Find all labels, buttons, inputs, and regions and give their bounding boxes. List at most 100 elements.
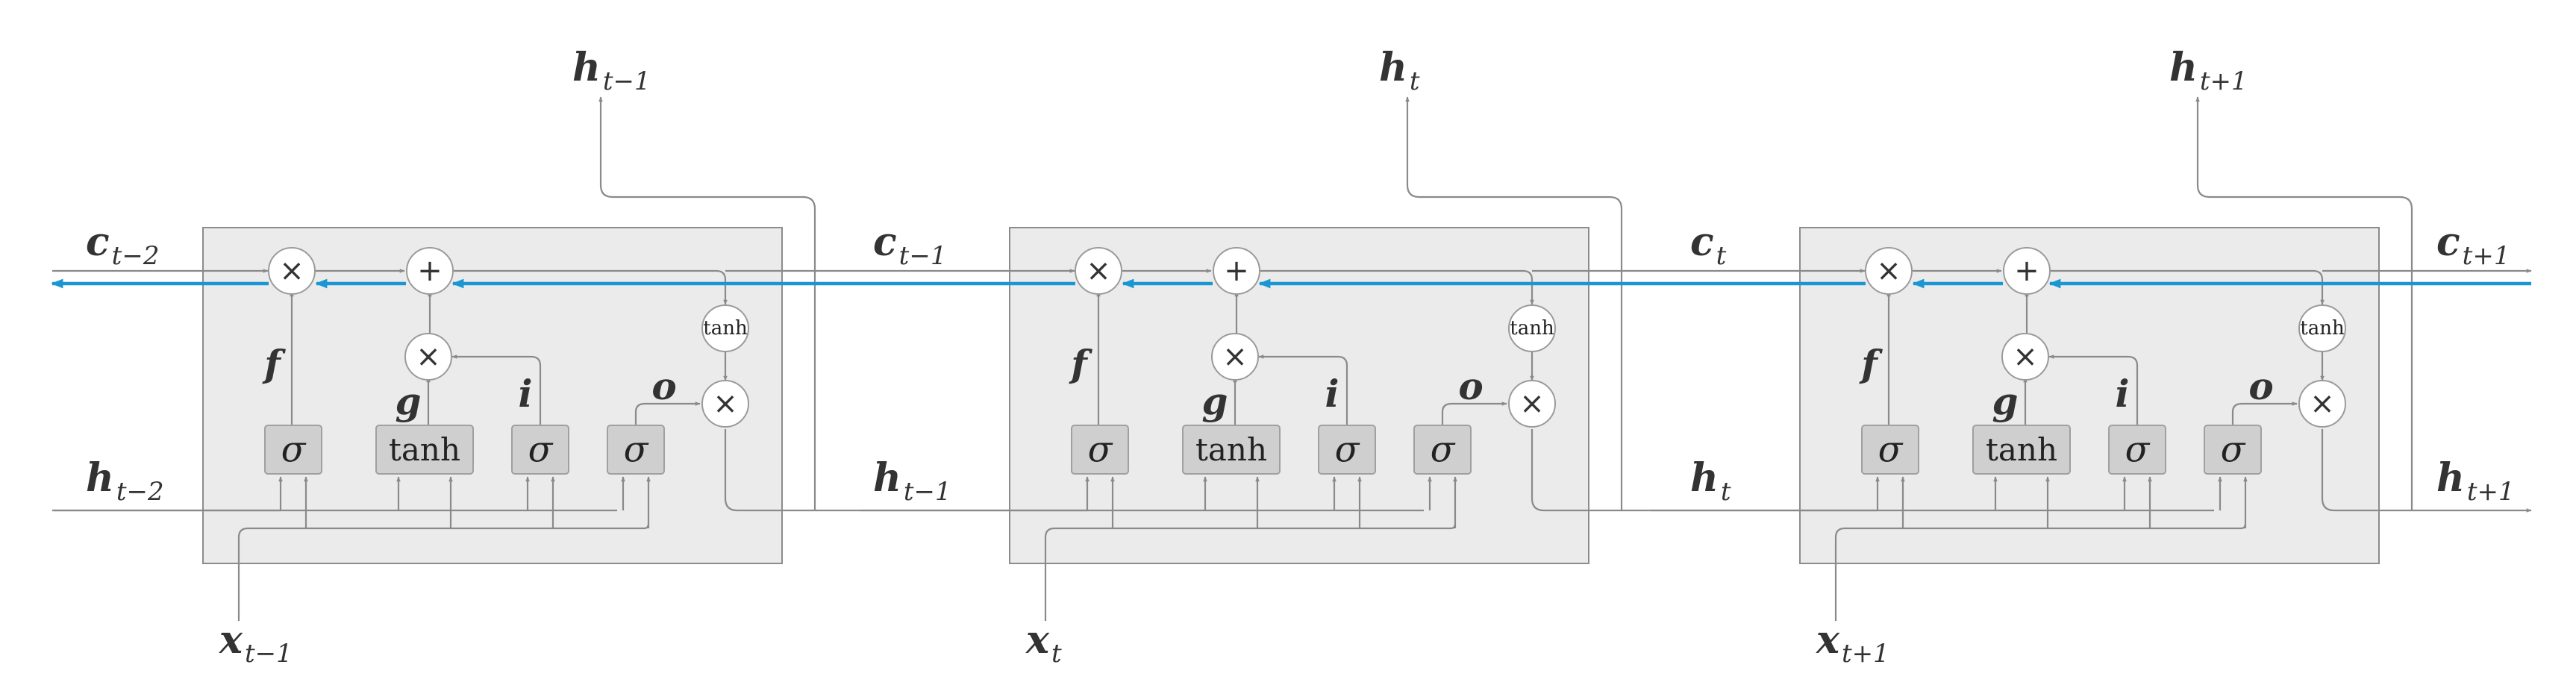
hidden-state-label-subscript: t−1 (904, 477, 951, 507)
cell-state-label-base: c (1690, 219, 1714, 265)
h-output-label: ht (1379, 45, 1420, 96)
forget-gate-box (1071, 425, 1129, 475)
hidden-state-label-base: h (1690, 455, 1719, 501)
hidden-state-label: ht−1 (873, 455, 951, 507)
forget-gate-function: σ (1878, 429, 1904, 471)
hidden-state-label-base: h (873, 455, 901, 501)
h-out-branch (2195, 96, 2413, 510)
cell-state-label: ct−2 (86, 219, 159, 271)
hidden-state-label-subscript: t (1721, 477, 1731, 507)
gate-letter-g: g (1992, 379, 2019, 423)
x-input-label-base: x (1025, 617, 1050, 663)
o-gate-path (1441, 401, 1507, 425)
h-output-label: ht−1 (572, 45, 651, 96)
input-multiply-node-symbol: × (416, 340, 441, 374)
output-gate-box (1413, 425, 1472, 475)
cell-to-tanh-path (2051, 269, 2325, 305)
cell-to-tanh-path (1260, 269, 1534, 305)
cell-add-node-symbol: + (1224, 254, 1249, 288)
h-output-label-subscript: t (1410, 66, 1420, 96)
tanh-node-label: tanh (1510, 317, 1554, 340)
hidden-state-label: ht+1 (2436, 455, 2515, 507)
candidate-gate-box (1972, 425, 2071, 475)
output-gate-function: σ (2221, 429, 2246, 471)
tanh-node-label: tanh (2300, 317, 2345, 340)
cell-state-label-base: c (2436, 219, 2460, 265)
x-input-label: xt (1025, 617, 1062, 669)
h-out-branch (1405, 96, 1623, 510)
output-gate-function: σ (1431, 429, 1456, 471)
forget-multiply-node-symbol: × (279, 254, 304, 288)
cell-add-node-symbol: + (2014, 254, 2039, 288)
output-multiply-node-symbol: × (1519, 387, 1545, 421)
i-gate-path (451, 354, 542, 425)
input-gate-box (2108, 425, 2166, 475)
cell-to-tanh-path (454, 269, 728, 305)
h-output-label-base: h (572, 45, 601, 90)
h-out-branch (598, 96, 816, 510)
cell-state-label: ct+1 (2436, 219, 2510, 271)
output-gate-box (607, 425, 665, 475)
candidate-gate-function: tanh (389, 431, 460, 468)
input-multiply-node (404, 333, 452, 381)
candidate-gate-box (1182, 425, 1281, 475)
output-multiply-node (1508, 380, 1556, 428)
hidden-state-label: ht−2 (86, 455, 164, 507)
gate-letter-i: i (519, 372, 533, 416)
tanh-node-label: tanh (703, 317, 748, 340)
cell-state-label-subscript: t+1 (2463, 241, 2510, 271)
output-multiply-node-symbol: × (2310, 387, 2335, 421)
output-multiply-node-symbol: × (713, 387, 738, 421)
forget-multiply-node-symbol: × (1876, 254, 1901, 288)
gate-letter-i: i (2116, 372, 2130, 416)
hidden-out-path (2321, 429, 2409, 512)
tanh-node (2298, 304, 2346, 352)
input-gate-function: σ (1335, 429, 1360, 471)
o-gate-path (2231, 401, 2298, 425)
input-multiply-node-symbol: × (2013, 340, 2038, 374)
gate-letter-o: o (651, 364, 676, 408)
cell-add-node-symbol: + (417, 254, 443, 288)
output-multiply-node (2298, 380, 2346, 428)
forget-gate-box (264, 425, 322, 475)
gate-letter-o: o (2248, 364, 2273, 408)
h-output-label-base: h (2169, 45, 2198, 90)
forget-multiply-node-symbol: × (1086, 254, 1111, 288)
gate-letter-i: i (1325, 372, 1339, 416)
gate-letter-g: g (1202, 379, 1228, 423)
cell-state-label-subscript: t−1 (899, 241, 947, 271)
x-input-label-base: x (1816, 617, 1840, 663)
x-input-label-subscript: t+1 (1842, 639, 1889, 669)
input-gate-function: σ (528, 429, 554, 471)
x-input-label: xt−1 (219, 617, 293, 669)
hidden-state-label-subscript: t−2 (116, 477, 164, 507)
x-input-label-subscript: t (1051, 639, 1062, 669)
output-gate-box (2204, 425, 2262, 475)
hidden-state-label-base: h (86, 455, 114, 501)
tanh-node (701, 304, 749, 352)
candidate-gate-box (375, 425, 474, 475)
input-multiply-node (1211, 333, 1259, 381)
cell-state-label-subscript: t (1716, 241, 1727, 271)
forget-multiply-node (268, 247, 316, 295)
hidden-out-path (724, 429, 812, 512)
forget-multiply-node (1075, 247, 1122, 295)
hidden-state-label-subscript: t+1 (2467, 477, 2515, 507)
x-input-label-base: x (219, 617, 243, 663)
forget-gate-function: σ (1088, 429, 1113, 471)
h-output-label: ht+1 (2169, 45, 2248, 96)
o-gate-path (634, 401, 701, 425)
h-output-label-subscript: t−1 (603, 66, 651, 96)
input-multiply-node-symbol: × (1222, 340, 1248, 374)
i-gate-path (1258, 354, 1348, 425)
gate-letter-g: g (396, 379, 422, 423)
cell-add-node (2003, 247, 2051, 295)
forget-gate-function: σ (281, 429, 307, 471)
cell-add-node (406, 247, 454, 295)
output-gate-function: σ (624, 429, 649, 471)
cell-state-label: ct (1690, 219, 1727, 271)
hidden-out-path (1531, 429, 1619, 512)
